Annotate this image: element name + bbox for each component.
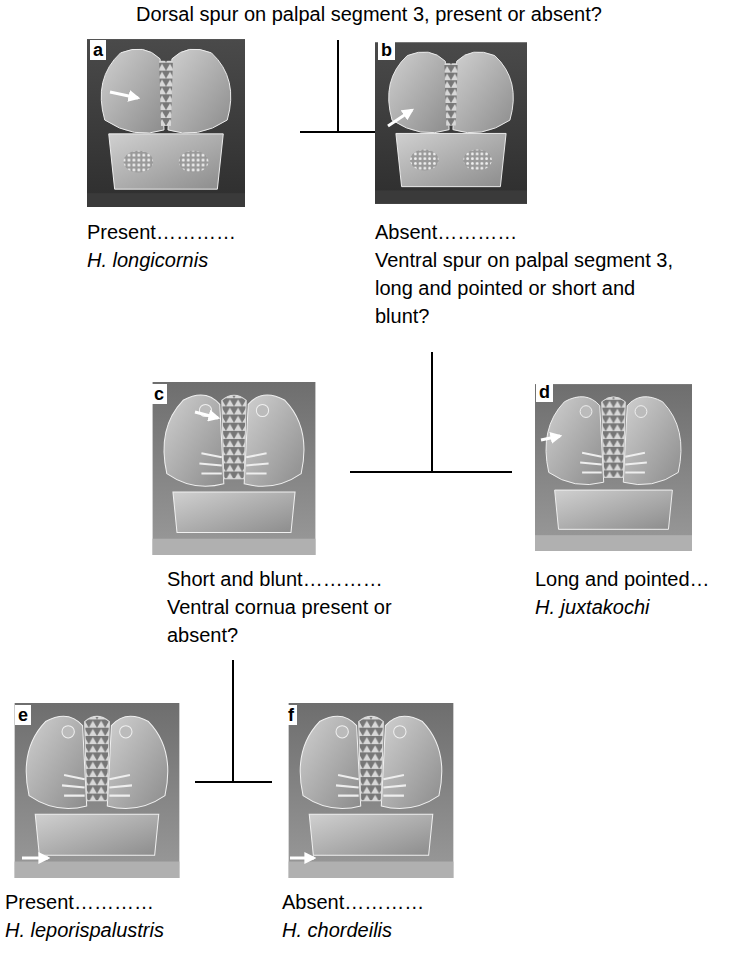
key-choice: Long and pointed… [535, 565, 733, 593]
key-panel: ePresent…………H. leporispalustris [12, 703, 242, 944]
key-result: H. chordeilis [282, 916, 502, 944]
caption-group: Present…………H. longicornis [87, 218, 287, 274]
key-choice: Absent………… [282, 888, 502, 916]
key-choice: Present………… [5, 888, 242, 916]
panel-letter: c [151, 384, 167, 404]
caption-group: Present…………H. leporispalustris [5, 888, 242, 944]
key-panel: cShort and blunt…………Ventral cornua prese… [148, 382, 448, 649]
key-question: Dorsal spur on palpal segment 3, present… [0, 2, 738, 26]
key-panel: aPresent…………H. longicornis [87, 38, 287, 274]
sem-panel-d [535, 384, 692, 551]
key-result: H. longicornis [87, 246, 287, 274]
key-choice: Present………… [87, 218, 287, 246]
key-panel: bAbsent…………Ventral spur on palpal segmen… [375, 38, 705, 330]
panel-letter: b [378, 40, 395, 60]
caption-group: Absent…………H. chordeilis [282, 888, 502, 944]
key-result: H. leporispalustris [5, 916, 242, 944]
panel-letter: f [285, 705, 297, 725]
key-panel: dLong and pointed…H. juxtakochi [533, 380, 733, 621]
caption-group: Long and pointed…H. juxtakochi [535, 565, 733, 621]
key-choice: Absent………… [375, 218, 690, 246]
sem-panel-b [375, 42, 527, 204]
caption-group: Short and blunt…………Ventral cornua presen… [167, 565, 448, 649]
key-choice: Short and blunt………… [167, 565, 442, 593]
sem-panel-f [289, 703, 454, 878]
key-result: Ventral cornua present or absent? [167, 593, 442, 649]
sem-panel-a [87, 39, 245, 207]
key-panel: fAbsent…………H. chordeilis [282, 703, 502, 944]
sem-panel-c [153, 382, 316, 555]
sem-panel-e [15, 703, 180, 878]
key-result: Ventral spur on palpal segment 3, long a… [375, 246, 690, 330]
panel-letter: e [15, 705, 31, 725]
panel-letter: a [90, 40, 106, 60]
key-result: H. juxtakochi [535, 593, 733, 621]
caption-group: Absent…………Ventral spur on palpal segment… [375, 218, 705, 330]
panel-letter: d [536, 382, 553, 402]
